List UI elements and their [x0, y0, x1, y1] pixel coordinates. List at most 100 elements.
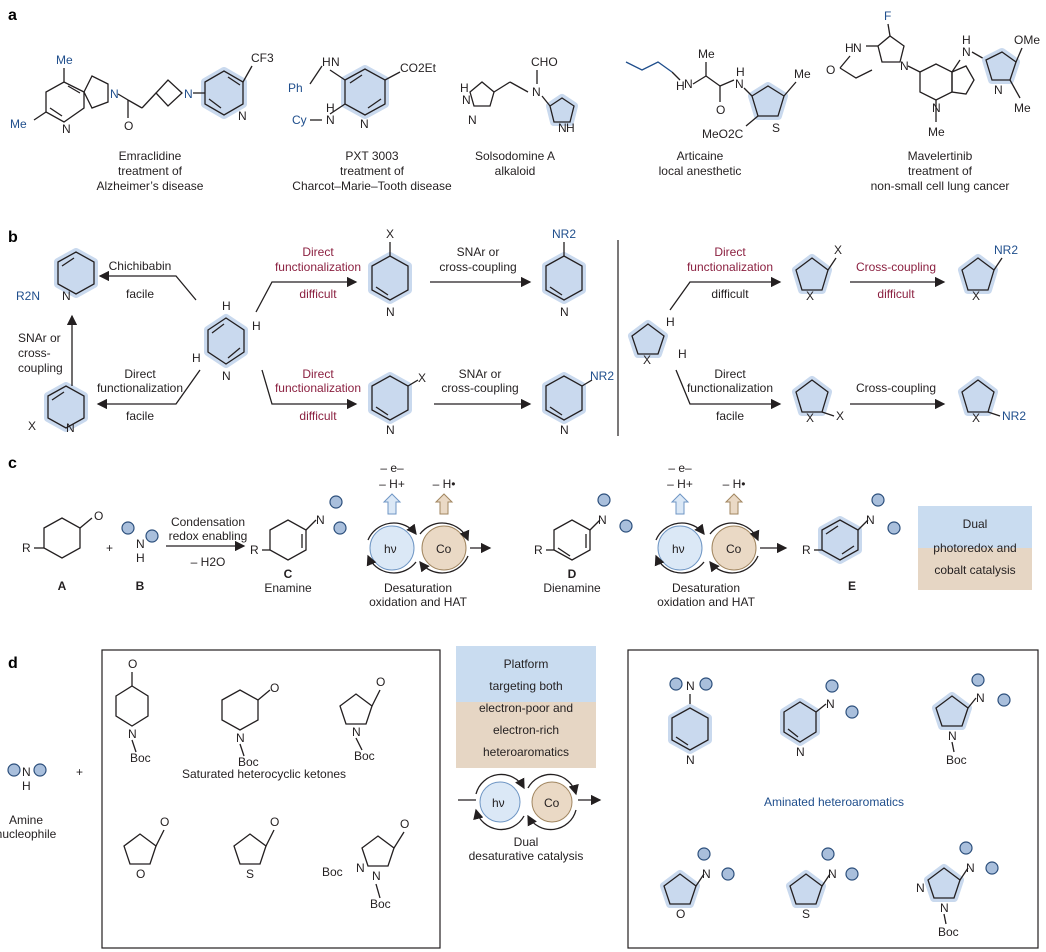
atom-n-azetidine: N — [184, 87, 193, 101]
atom-o-ring: O — [136, 867, 145, 881]
atom-x: X — [28, 419, 36, 433]
atom-n: N — [352, 725, 361, 739]
atom-n-isoindoline: N — [110, 87, 119, 101]
atom-n: N — [62, 289, 71, 303]
panel-d: N H Amine nucleophile + Saturated hetero… — [0, 646, 1039, 949]
drug-disease-emraclidine: Alzheimer’s disease — [97, 179, 204, 193]
label-snar: SNAr or — [18, 331, 61, 345]
atom-n: N — [560, 305, 569, 319]
atom-n: N — [866, 513, 875, 527]
label-minus-hplus-1: – H+ — [379, 477, 405, 491]
label-snar-3: SNAr or — [459, 367, 502, 381]
label-snar-2: SNAr or — [457, 245, 500, 259]
ketone-pyrazolidin-4-one: O N N Boc Boc — [322, 817, 409, 911]
atom-r: R — [22, 541, 31, 555]
label-func-br: functionalization — [275, 381, 361, 395]
label-minus-hplus-2: – H+ — [667, 477, 693, 491]
structure-emraclidine: N CF3 N O N N Me Me — [10, 51, 274, 136]
atom-h-left: H — [192, 351, 201, 365]
atom-n-ring: N — [796, 745, 805, 759]
product-3-aminopyridine: N N — [780, 679, 859, 759]
atom-n: N — [386, 423, 395, 437]
atom-r: R — [534, 543, 543, 557]
panel-b: N H H H N R2N N X Chichibabin facile SNA… — [16, 227, 1026, 437]
atom-nr2: NR2 — [1002, 409, 1026, 423]
legend-dual-catalysis: Dual photoredox and cobalt catalysis — [918, 506, 1032, 590]
platform-line-3: electron-poor and — [479, 701, 573, 715]
drug-name-emraclidine: Emraclidine — [119, 149, 182, 163]
atom-n-im1: N — [462, 93, 471, 107]
atom-n: N — [238, 109, 247, 123]
ketone-piperidin-3-one: O N Boc — [221, 681, 279, 769]
catalytic-cycle-1: hν Co – e– – H+ – H• — [366, 461, 492, 574]
atom-x-ring: X — [806, 411, 814, 425]
pyridine-2-amino: N R2N — [16, 248, 98, 303]
label-minus-hdot-1: – H• — [433, 477, 456, 491]
atom-n: N — [66, 421, 75, 435]
ketone-thf-3-one: O O — [123, 815, 169, 881]
atom-me: Me — [928, 125, 945, 139]
pyridine-3-amino: N NR2 — [542, 369, 614, 437]
atom-n: N — [22, 765, 31, 779]
atom-n: N — [128, 727, 137, 741]
label-facile-2: facile — [126, 409, 154, 423]
atom-nh-2: N — [735, 77, 744, 91]
label-direct-br: Direct — [302, 367, 334, 381]
atom-s: S — [772, 121, 780, 135]
panel-label-c: c — [8, 455, 17, 472]
atom-n-amine: N — [686, 679, 695, 693]
atom-n: N — [236, 731, 245, 745]
atom-n-pyrrolidine: N — [900, 59, 909, 73]
atom-boc: Boc — [130, 751, 151, 765]
label-desaturative: desaturative catalysis — [469, 849, 584, 863]
atom-x: X — [386, 227, 394, 241]
platform-line-2: targeting both — [489, 679, 562, 693]
atom-me-2: Me — [56, 53, 73, 67]
label-direct-tr: Direct — [302, 245, 334, 259]
platform-line-1: Platform — [504, 657, 549, 671]
label-co-1: Co — [436, 542, 452, 556]
label-desaturation-1: Desaturation — [384, 581, 452, 595]
drug-name-articaine: Articaine — [677, 149, 724, 163]
label-func-5b: functionalization — [687, 381, 773, 395]
label-difficult-5a: difficult — [711, 287, 749, 301]
drug-use-articaine: local anesthetic — [659, 164, 742, 178]
atom-nr2: NR2 — [552, 227, 576, 241]
atom-o: O — [376, 675, 385, 689]
structure-pxt3003: N CO2Et H N Ph N H Cy — [288, 55, 437, 131]
product-3-aminofuran: O N — [660, 847, 735, 921]
atom-h-pyrrole: H — [566, 121, 575, 135]
atom-meo2c: MeO2C — [702, 127, 744, 141]
atom-n-pyrrole: N — [558, 121, 567, 135]
atom-x-ring: X — [972, 411, 980, 425]
label-amine: Amine — [9, 813, 43, 827]
label-cc-2: cross-coupling — [439, 260, 516, 274]
atom-nh: N — [331, 55, 340, 69]
atom-n-pyrazole: N — [994, 83, 1003, 97]
drug-use-solsodomine: alkaloid — [495, 164, 536, 178]
atom-n-amine: N — [976, 691, 985, 705]
atom-r: R — [250, 543, 259, 557]
drug-use-pxt3003: treatment of — [340, 164, 405, 178]
atom-n-2: N — [372, 869, 381, 883]
atom-n: N — [360, 117, 369, 131]
atom-n-1: N — [916, 881, 925, 895]
pyridine-4-halo: N X — [368, 227, 412, 319]
pyridine-4-amino: N NR2 — [542, 227, 586, 319]
panel-c: O R A + N H B Condensation redox enablin… — [22, 461, 1032, 609]
atom-nr2: NR2 — [590, 369, 614, 383]
product-4-aminopyrazole: N N Boc N — [916, 841, 999, 939]
box-ketones — [101, 649, 441, 949]
atom-h-1: H — [666, 315, 675, 329]
platform-box: Platform targeting both electron-poor an… — [456, 646, 596, 768]
atom-n: N — [386, 305, 395, 319]
heteroarene-3-amino: X NR2 — [958, 243, 1018, 303]
label-func-5a: functionalization — [687, 260, 773, 274]
atom-boc: Boc — [946, 753, 967, 767]
atom-boc-1: Boc — [322, 865, 343, 879]
label-saturated: Saturated heterocyclic ketones — [182, 767, 346, 781]
structure-articaine: H N Me O N H S Me MeO2C — [625, 47, 811, 141]
amine-nucleophile: N H — [7, 763, 47, 793]
label-co-2: Co — [726, 542, 742, 556]
atom-cy: Cy — [292, 113, 307, 127]
